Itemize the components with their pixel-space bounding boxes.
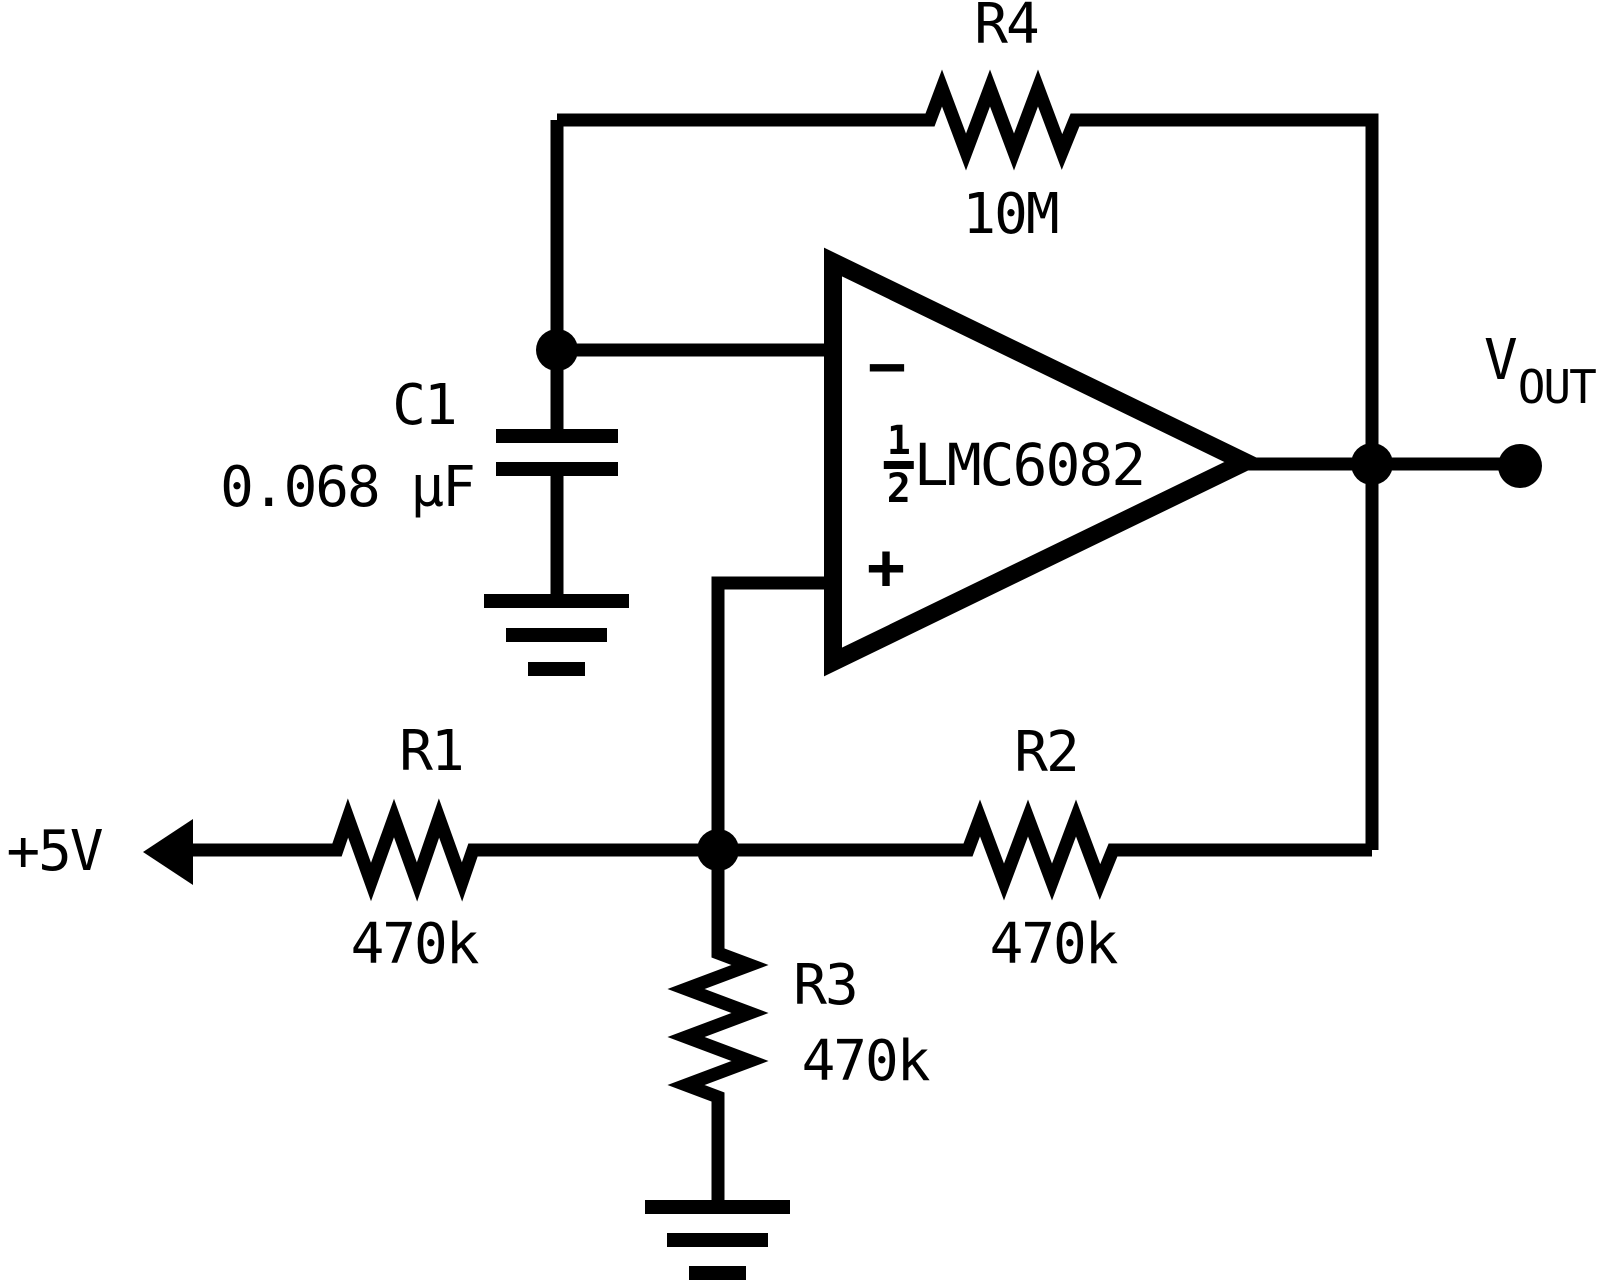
vout-label: VOUT bbox=[1484, 333, 1597, 411]
vout-base: V bbox=[1484, 328, 1518, 393]
opamp-noninverting-mark: + bbox=[866, 531, 906, 605]
c1-ground-symbol bbox=[484, 594, 629, 676]
opamp-inverting-mark: − bbox=[867, 330, 907, 404]
fraction-numerator: 1 bbox=[886, 418, 911, 464]
r1-value-label: 470k bbox=[350, 912, 480, 977]
r3-value-label: 470k bbox=[801, 1029, 931, 1094]
r3-ground-symbol bbox=[645, 1200, 790, 1280]
supply-arrowhead bbox=[143, 819, 193, 885]
vout-terminal-dot bbox=[1498, 444, 1542, 488]
r1-ref-label: R1 bbox=[399, 719, 464, 784]
fraction-denominator: 2 bbox=[886, 466, 911, 512]
junction-dot-bottom-rail bbox=[697, 829, 739, 871]
c1-ref-label: C1 bbox=[392, 373, 457, 438]
opamp-half-fraction: 1 2 bbox=[883, 418, 914, 512]
r3-resistor-wire bbox=[667, 850, 769, 1207]
r4-ref-label: R4 bbox=[974, 0, 1039, 57]
junction-dot-c1-inverting bbox=[536, 329, 578, 371]
bottom-rail-r1-r2-resistors bbox=[160, 798, 1372, 902]
junction-dot-output-feedback bbox=[1351, 443, 1393, 485]
c1-capacitor-plates bbox=[496, 429, 618, 476]
opamp-part-label: 1 2 LMC6082 bbox=[883, 418, 1146, 512]
vout-subscript: OUT bbox=[1517, 360, 1597, 414]
c1-value-label: 0.068 µF bbox=[220, 455, 476, 520]
opamp-triangle bbox=[824, 247, 1266, 677]
fraction-bar bbox=[883, 461, 914, 469]
supply-label: +5V bbox=[6, 819, 103, 884]
noninverting-input-wire bbox=[711, 576, 840, 850]
feedback-wire-r4-resistor bbox=[557, 69, 1379, 850]
opamp-part-number: LMC6082 bbox=[913, 431, 1146, 499]
r4-value-label: 10M bbox=[962, 182, 1059, 247]
r2-value-label: 470k bbox=[989, 912, 1119, 977]
r2-ref-label: R2 bbox=[1014, 720, 1079, 785]
r3-ref-label: R3 bbox=[793, 953, 858, 1018]
